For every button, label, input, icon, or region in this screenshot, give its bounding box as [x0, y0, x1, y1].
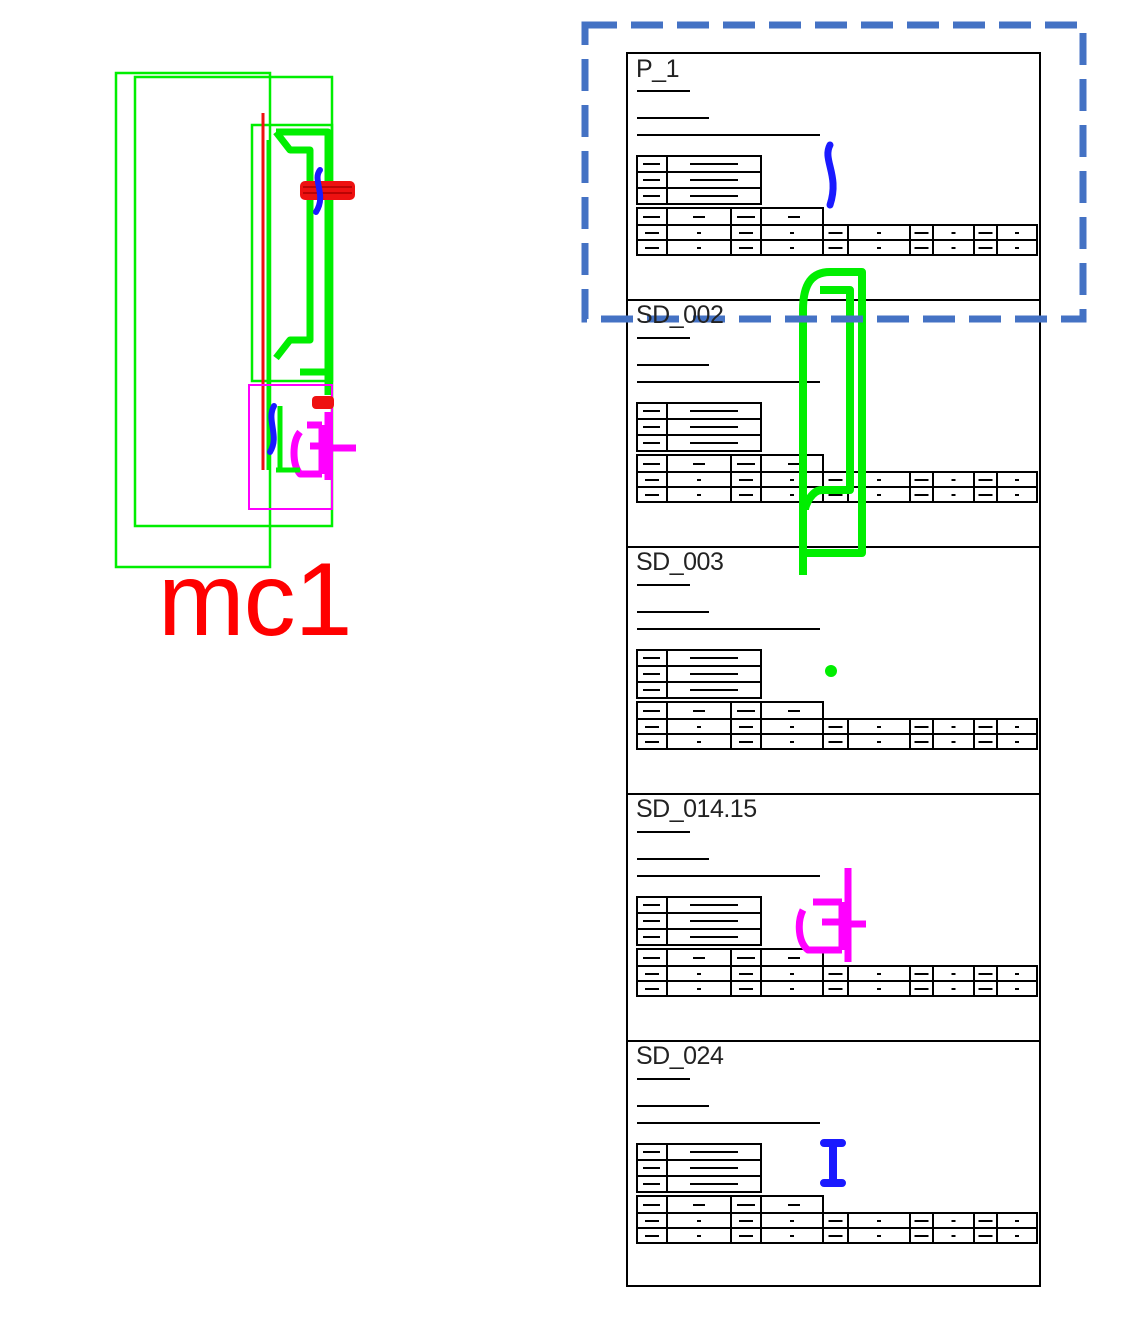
green-frame-foot — [276, 406, 300, 473]
green-dot-profile-icon[interactable] — [825, 665, 837, 677]
blue-seal-profile-icon[interactable] — [824, 141, 837, 209]
blue-seal-top — [313, 167, 324, 215]
red-bead-profile — [300, 181, 355, 200]
outer-frame-outline — [114, 71, 272, 569]
magenta-bracket-profile-icon[interactable] — [795, 868, 866, 962]
red-bead-small — [312, 396, 334, 409]
summary-table — [636, 1143, 762, 1193]
summary-table — [636, 402, 762, 452]
selection-highlight-box — [581, 21, 1087, 323]
summary-table — [636, 896, 762, 946]
assembly-label: mc1 — [158, 542, 352, 658]
frame-section-outline — [250, 123, 334, 383]
panel-title-sd024[interactable]: SD_024 — [636, 1042, 724, 1070]
profile-panel-tables — [627, 90, 1040, 1244]
panel-title-sd014[interactable]: SD_014.15 — [636, 795, 757, 823]
panel-title-sd003[interactable]: SD_003 — [636, 548, 724, 576]
panel-title-sd002[interactable]: SD_002 — [636, 301, 724, 329]
blue-bar-profile-icon[interactable] — [820, 1139, 846, 1187]
profile-list-outer-frame — [626, 52, 1041, 1287]
summary-table — [636, 155, 762, 205]
inner-frame-outline — [133, 75, 334, 528]
panel-title-p1[interactable]: P_1 — [636, 55, 679, 83]
assembly-mc1-drawing[interactable] — [114, 71, 356, 569]
green-frame-profile-icon[interactable] — [799, 268, 866, 575]
magenta-bracket-profile — [290, 412, 356, 480]
blue-seal-bottom — [267, 403, 277, 455]
summary-table — [636, 649, 762, 699]
green-frame-profile — [273, 128, 332, 395]
